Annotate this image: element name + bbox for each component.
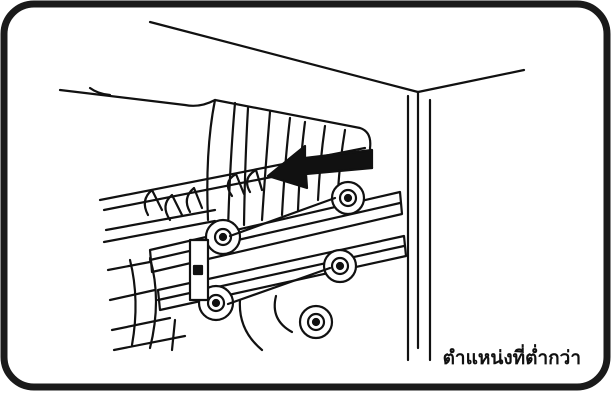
cabinet-walls <box>148 20 526 362</box>
position-caption: ตำแหน่งที่ต่ำกว่า <box>442 347 581 369</box>
direction-arrow <box>266 144 374 190</box>
rail-bracket <box>188 196 337 306</box>
